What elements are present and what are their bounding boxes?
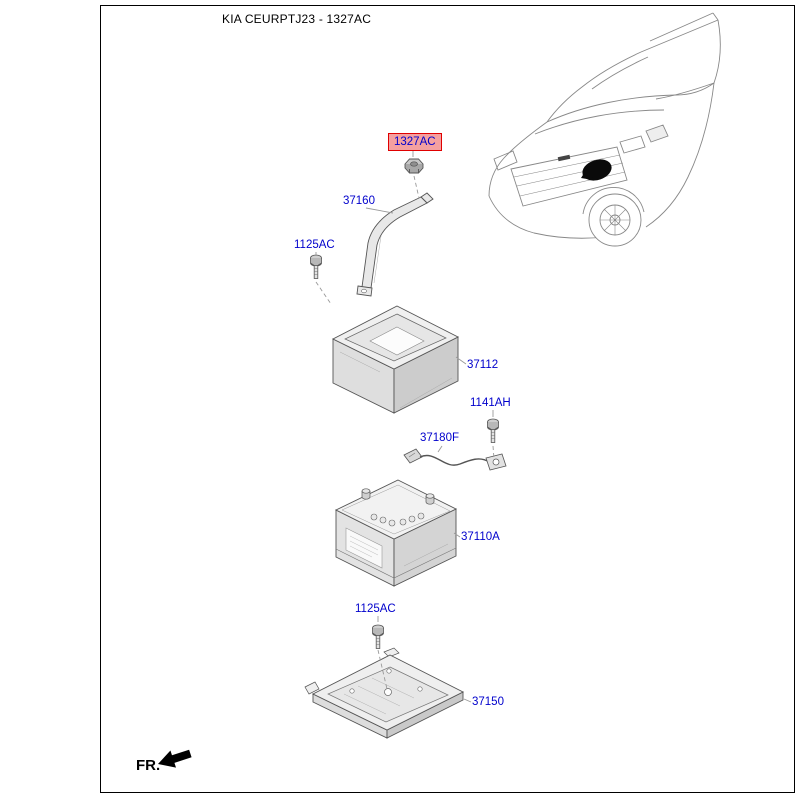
sensor-cable-37180f-drawing [403, 448, 507, 471]
battery-cover-37112-drawing [331, 305, 459, 414]
bolt-1125ac-lower-drawing [372, 624, 384, 649]
part-label-1327ac[interactable]: 1327AC [388, 133, 442, 151]
part-label-37180f[interactable]: 37180F [420, 432, 460, 444]
nut-1327ac-drawing [404, 158, 424, 174]
part-label-37150[interactable]: 37150 [472, 696, 504, 708]
part-label-37110a[interactable]: 37110A [461, 531, 500, 543]
part-label-1125ac-lower[interactable]: 1125AC [355, 603, 396, 615]
label-leader-lines [315, 151, 494, 703]
assembly-dashed-lines [315, 175, 495, 690]
part-label-1125ac-upper[interactable]: 1125AC [294, 239, 335, 251]
kia-badge [557, 154, 571, 162]
part-label-37160[interactable]: 37160 [343, 195, 375, 207]
battery-location-marker [581, 159, 612, 181]
bolt-1141ah-drawing [487, 418, 499, 443]
vehicle-illustration [488, 12, 721, 247]
fr-arrow [158, 749, 192, 768]
part-label-1141ah[interactable]: 1141AH [470, 397, 511, 409]
fr-indicator: FR. [136, 757, 161, 774]
battery-tray-37150-drawing [304, 647, 465, 739]
part-label-37112[interactable]: 37112 [467, 359, 499, 371]
page-border [100, 5, 795, 793]
bracket-37160-drawing [356, 192, 434, 297]
page-title: KIA CEURPTJ23 - 1327AC [222, 12, 372, 26]
battery-37110a-drawing [334, 479, 458, 587]
bolt-1125ac-upper-drawing [310, 254, 322, 279]
